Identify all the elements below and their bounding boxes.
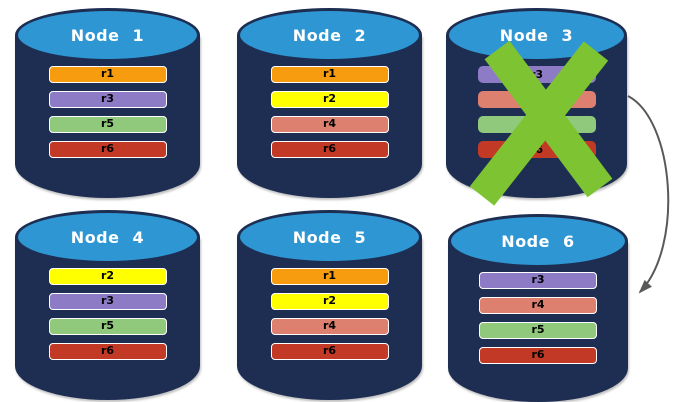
node-3-cylinder-failed: Node 3 r3 r4 r5 r6 <box>446 8 627 198</box>
replica-bar: r4 <box>270 116 389 133</box>
replica-bar: r4 <box>479 297 597 314</box>
node-5-cylinder: Node 5 r1 r2 r4 r6 <box>237 210 422 400</box>
cylinder-top: Node 1 <box>15 8 200 62</box>
node-6-cylinder: Node 6 r3 r4 r5 r6 <box>448 214 628 402</box>
replica-bar: r6 <box>479 347 597 364</box>
cylinder-top: Node 2 <box>237 8 422 62</box>
node-title: Node 6 <box>501 231 575 251</box>
cylinder-top: Node 5 <box>237 210 422 264</box>
node-4-cylinder: Node 4 r2 r3 r5 r6 <box>15 210 200 400</box>
node-title: Node 1 <box>70 25 145 45</box>
replica-bar: r6 <box>48 141 167 158</box>
replica-bar: r3 <box>477 66 596 83</box>
node-title: Node 2 <box>292 25 367 45</box>
replica-bar: r6 <box>270 343 389 360</box>
cylinder-top: Node 3 <box>446 8 627 62</box>
node-2-cylinder: Node 2 r1 r2 r4 r6 <box>237 8 422 198</box>
replica-bar: r1 <box>48 66 167 83</box>
replica-bar: r1 <box>270 268 389 285</box>
replication-arrow-path <box>627 95 670 294</box>
replica-bar: r4 <box>270 318 389 335</box>
replica-list: r1 r2 r4 r6 <box>270 66 389 166</box>
replica-bar: r2 <box>48 268 167 285</box>
replica-bar: r5 <box>477 116 596 133</box>
replica-list: r2 r3 r5 r6 <box>48 268 167 368</box>
cylinder-top: Node 4 <box>15 210 200 264</box>
replica-list: r1 r2 r4 r6 <box>270 268 389 368</box>
replica-list: r3 r4 r5 r6 <box>477 66 596 166</box>
replica-bar: r5 <box>48 318 167 335</box>
replica-bar: r5 <box>48 116 167 133</box>
replica-bar: r1 <box>270 66 389 83</box>
replica-bar: r2 <box>270 91 389 108</box>
node-title: Node 4 <box>70 227 145 247</box>
replica-bar: r2 <box>270 293 389 310</box>
replica-bar: r3 <box>48 91 167 108</box>
replica-bar: r5 <box>479 322 597 339</box>
replica-bar: r3 <box>48 293 167 310</box>
replica-bar: r4 <box>477 91 596 108</box>
cylinder-top: Node 6 <box>448 214 628 268</box>
replication-arrow-icon <box>627 95 670 294</box>
replica-list: r3 r4 r5 r6 <box>479 272 597 372</box>
node-1-cylinder: Node 1 r1 r3 r5 r6 <box>15 8 200 198</box>
replica-bar: r6 <box>477 141 596 158</box>
replica-bar: r6 <box>48 343 167 360</box>
replica-bar: r3 <box>479 272 597 289</box>
node-title: Node 3 <box>499 25 574 45</box>
node-title: Node 5 <box>292 227 367 247</box>
replica-bar: r6 <box>270 141 389 158</box>
replica-list: r1 r3 r5 r6 <box>48 66 167 166</box>
